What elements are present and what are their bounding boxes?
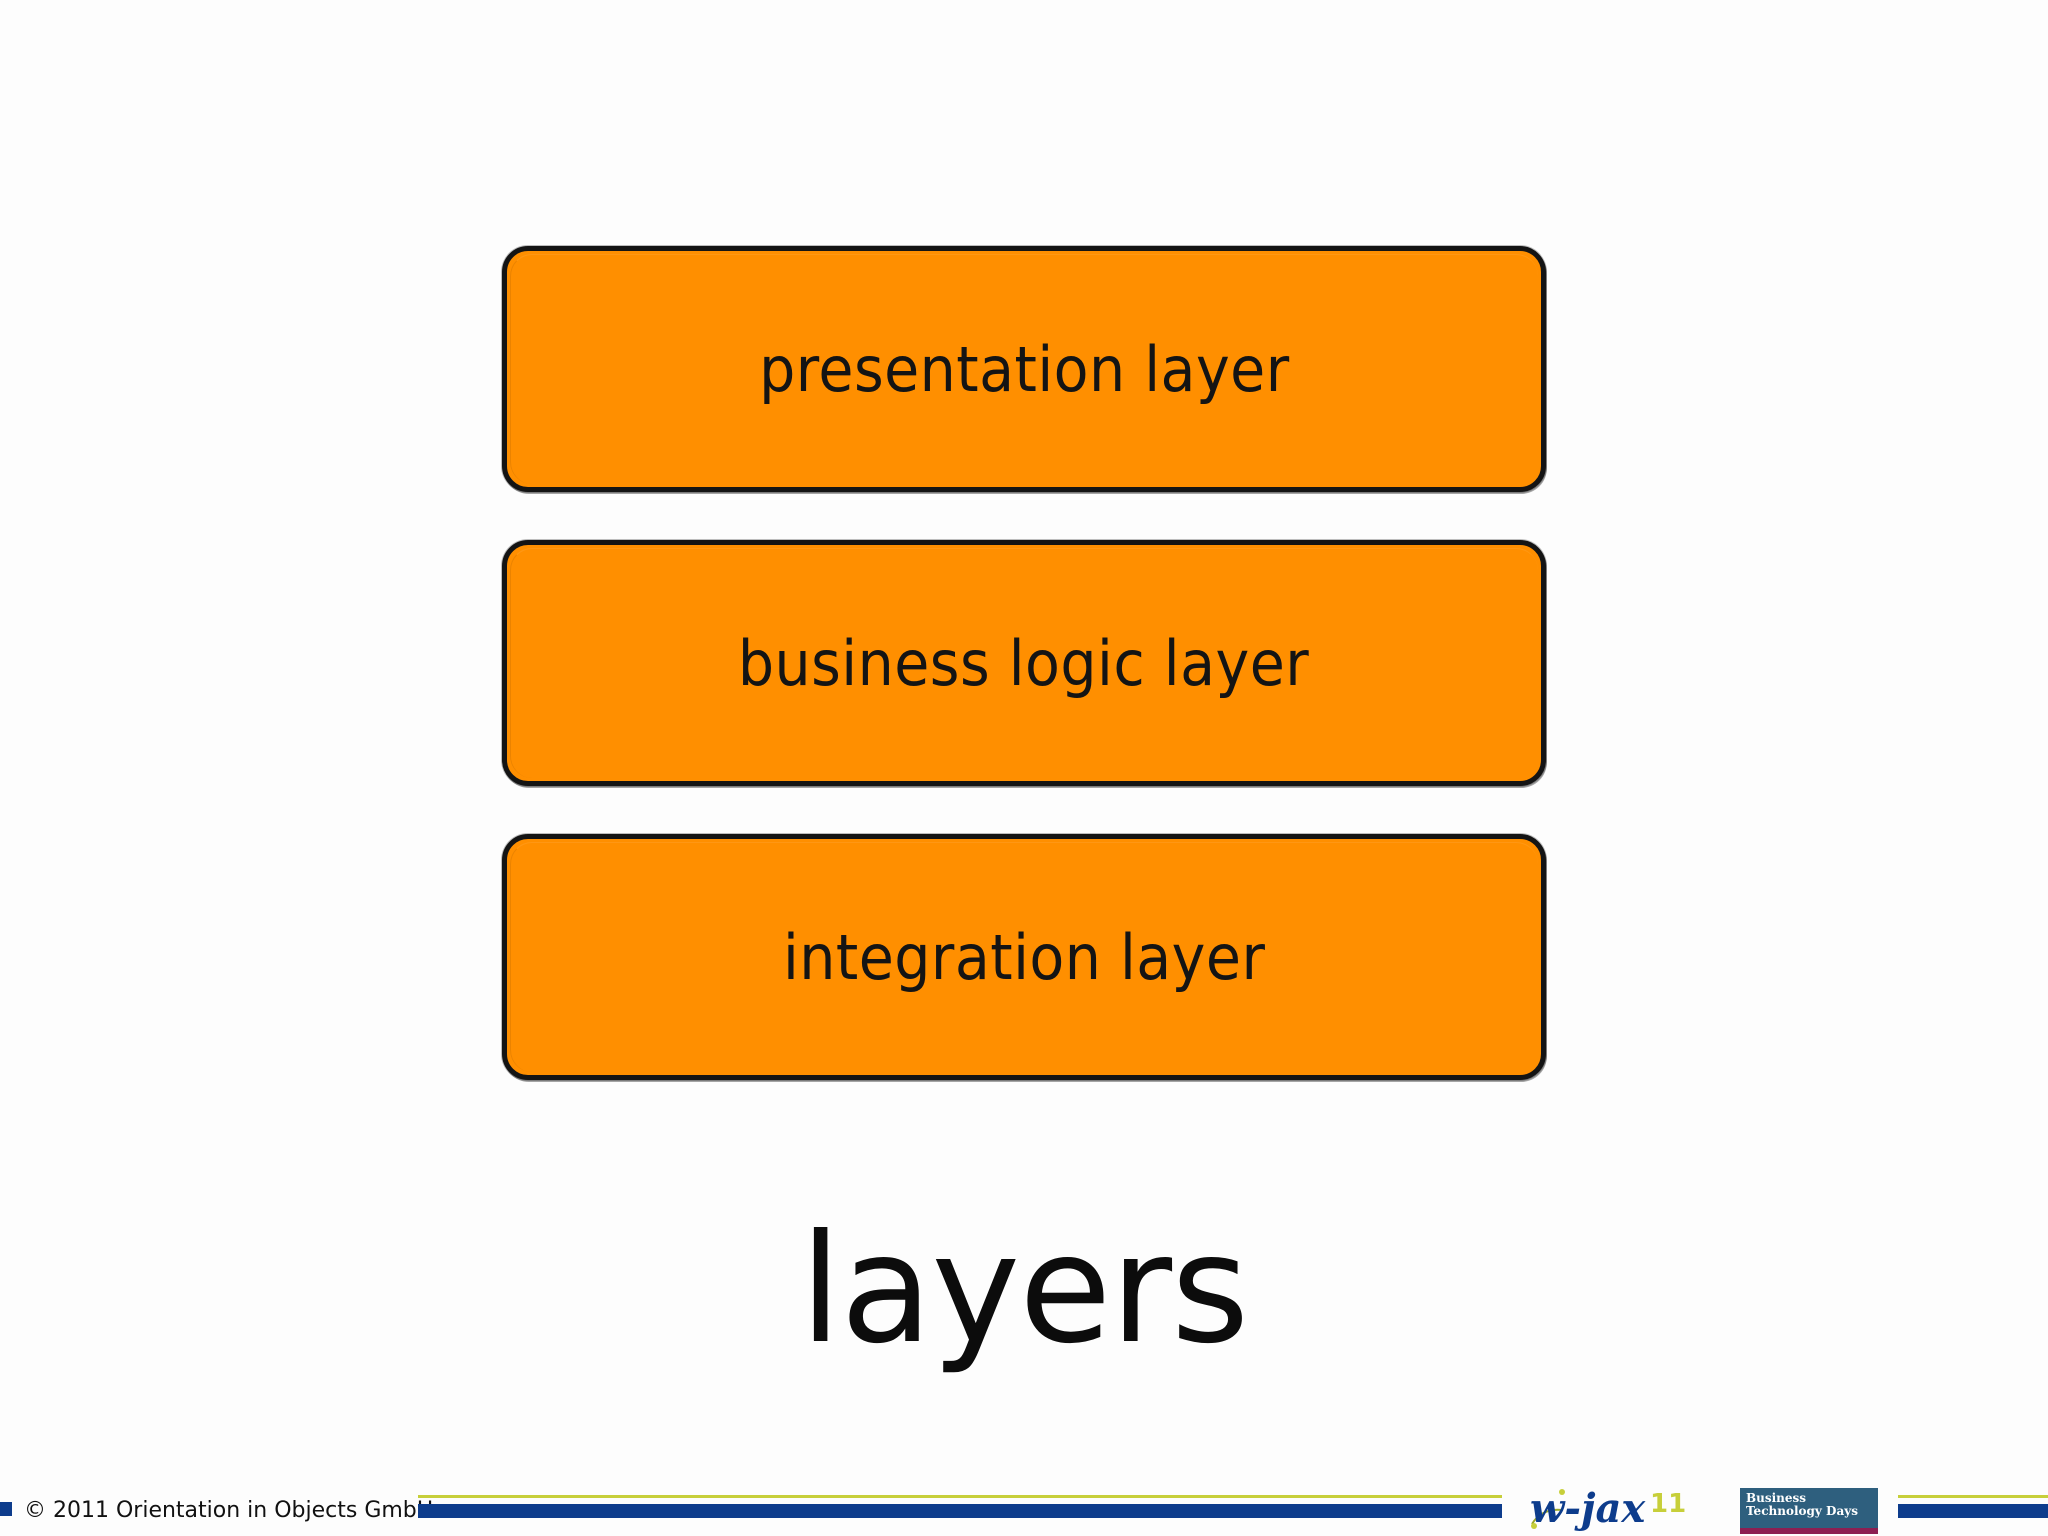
footer-rule-center <box>418 1495 1502 1498</box>
sponsor-line-2: Technology Days <box>1746 1504 1858 1518</box>
business-logic-layer-box: business logic layer <box>502 540 1546 786</box>
integration-layer-box: integration layer <box>502 834 1546 1080</box>
business-technology-days-logo: Business Technology Days <box>1740 1488 1878 1534</box>
presentation-layer-box: presentation layer <box>502 246 1546 492</box>
footer-rule-right <box>1898 1495 2048 1498</box>
integration-layer-label: integration layer <box>782 920 1266 994</box>
footer-bar-right <box>1898 1504 2048 1518</box>
wjax-logo-number: 11 <box>1650 1489 1686 1519</box>
business-logic-layer-label: business logic layer <box>738 626 1310 700</box>
slide-title: layers <box>799 1203 1249 1377</box>
copyright-text: © 2011 Orientation in Objects GmbH <box>24 1498 434 1523</box>
presentation-layer-label: presentation layer <box>758 332 1290 406</box>
sponsor-line-1: Business <box>1746 1491 1807 1505</box>
sponsor-strip <box>1740 1528 1878 1534</box>
footer-bar-left <box>0 1502 12 1516</box>
footer-bar-center <box>418 1504 1502 1518</box>
wjax-logo: w-jax 11 <box>1530 1485 1686 1532</box>
footer: © 2011 Orientation in Objects GmbH w-jax… <box>0 1480 2048 1536</box>
wjax-logo-text: w-jax <box>1530 1485 1646 1532</box>
